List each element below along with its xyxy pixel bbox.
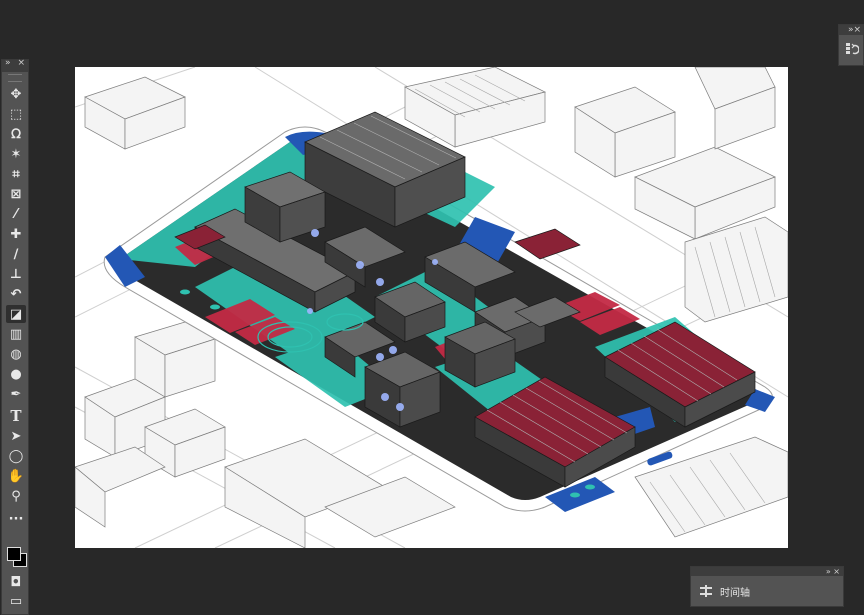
screen-mode-icon: ▭ xyxy=(9,593,23,609)
tools-panel: » × ✥ ⬚ ᘯ ✶ ⌗ ⊠ ⁄ ✚ ∕ ⊥ ↶ ◪ ▥ ◍ ● ✒ T ➤ … xyxy=(1,58,29,615)
move-tool-icon: ✥ xyxy=(10,86,22,102)
dodge-tool-icon: ● xyxy=(10,366,22,382)
history-brush-tool-icon: ↶ xyxy=(10,286,22,302)
healing-brush-tool[interactable]: ✚ xyxy=(6,225,26,243)
blur-tool-icon: ◍ xyxy=(10,346,22,362)
document-canvas[interactable] xyxy=(75,67,788,548)
timeline-label: 时间轴 xyxy=(720,587,750,599)
frame-tool-icon: ⊠ xyxy=(10,186,22,202)
eyedropper-tool-icon: ⁄ xyxy=(14,206,18,222)
type-tool[interactable]: T xyxy=(6,407,26,425)
gradient-tool[interactable]: ▥ xyxy=(6,325,26,343)
timeline-panel: » × 时间轴 xyxy=(690,566,844,607)
blur-tool[interactable]: ◍ xyxy=(6,345,26,363)
timeline-tab[interactable]: 时间轴 xyxy=(691,576,843,606)
crop-tool-icon: ⌗ xyxy=(12,166,20,182)
zoom-tool-icon: ⚲ xyxy=(11,488,21,504)
eyedropper-tool[interactable]: ⁄ xyxy=(6,205,26,223)
collapse-icon[interactable]: » xyxy=(5,58,11,68)
path-selection-tool[interactable]: ➤ xyxy=(6,427,26,445)
clone-stamp-tool-icon: ⊥ xyxy=(10,266,22,282)
quick-mask-button[interactable]: ◘ xyxy=(6,573,26,591)
brush-tool-icon: ∕ xyxy=(13,246,19,262)
more-tools-icon: ··· xyxy=(8,511,24,527)
eraser-tool-icon: ◪ xyxy=(9,306,23,322)
dock-header[interactable]: »× xyxy=(839,25,863,35)
dodge-tool[interactable]: ● xyxy=(6,365,26,383)
timeline-panel-header[interactable]: » × xyxy=(691,567,843,576)
clone-stamp-tool[interactable]: ⊥ xyxy=(6,265,26,283)
quick-mask-icon: ◘ xyxy=(10,574,22,590)
pen-tool-icon: ✒ xyxy=(10,386,22,402)
gradient-tool-icon: ▥ xyxy=(9,326,23,342)
zoom-tool[interactable]: ⚲ xyxy=(6,487,26,505)
type-tool-icon: T xyxy=(10,406,22,425)
healing-brush-tool-icon: ✚ xyxy=(10,226,22,242)
brush-tool[interactable]: ∕ xyxy=(6,245,26,263)
tools-panel-header: » × xyxy=(2,58,28,72)
lasso-tool[interactable]: ᘯ xyxy=(6,125,26,143)
magic-wand-tool-icon: ✶ xyxy=(10,146,22,162)
hand-tool-icon: ✋ xyxy=(7,468,25,484)
close-icon[interactable]: × xyxy=(17,58,25,68)
eraser-tool[interactable]: ◪ xyxy=(6,305,26,323)
hand-tool[interactable]: ✋ xyxy=(6,467,26,485)
isometric-site-plan xyxy=(75,67,788,548)
move-tool[interactable]: ✥ xyxy=(6,85,26,103)
history-panel-icon[interactable] xyxy=(839,35,863,60)
foreground-color-swatch[interactable] xyxy=(7,547,21,561)
pen-tool[interactable]: ✒ xyxy=(6,385,26,403)
history-brush-tool[interactable]: ↶ xyxy=(6,285,26,303)
more-tools[interactable]: ··· xyxy=(6,510,26,528)
collapsed-panel-dock: »× xyxy=(838,24,864,66)
screen-mode-button[interactable]: ▭ xyxy=(6,592,26,610)
ellipse-tool-icon: ◯ xyxy=(8,448,24,464)
panel-grip[interactable] xyxy=(8,74,22,82)
marquee-tool-icon: ⬚ xyxy=(9,106,23,122)
crop-tool[interactable]: ⌗ xyxy=(6,165,26,183)
lasso-tool-icon: ᘯ xyxy=(11,126,21,142)
ellipse-tool[interactable]: ◯ xyxy=(6,447,26,465)
frame-tool[interactable]: ⊠ xyxy=(6,185,26,203)
marquee-tool[interactable]: ⬚ xyxy=(6,105,26,123)
timeline-icon xyxy=(700,585,712,597)
path-selection-tool-icon: ➤ xyxy=(10,428,22,444)
magic-wand-tool[interactable]: ✶ xyxy=(6,145,26,163)
